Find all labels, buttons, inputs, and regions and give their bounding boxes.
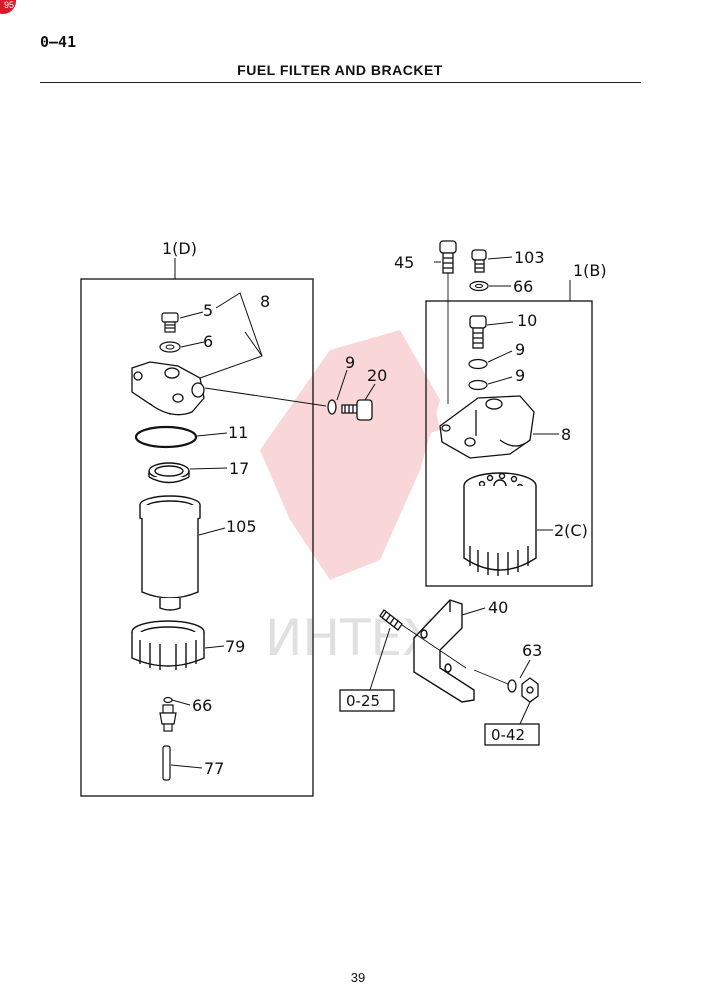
callout-10: 10 xyxy=(517,311,537,330)
part-drain-plug xyxy=(159,704,177,732)
part-o-ring-66-left xyxy=(163,696,173,704)
callout-20: 20 xyxy=(367,366,387,385)
part-gasket-17 xyxy=(148,462,190,484)
callout-2c: 2(C) xyxy=(554,521,588,540)
page-title: FUEL FILTER AND BRACKET xyxy=(237,62,443,78)
callout-6: 6 xyxy=(203,332,213,351)
callout-40: 40 xyxy=(488,598,508,617)
title-rule xyxy=(40,82,641,83)
page-number: 39 xyxy=(350,970,366,985)
left-assembly-box xyxy=(80,278,314,797)
part-bolt-103 xyxy=(471,249,487,273)
part-pin-77 xyxy=(162,745,171,781)
right-assembly-box xyxy=(425,300,593,587)
callout-9-mid: 9 xyxy=(345,353,355,372)
callout-11: 11 xyxy=(228,423,248,442)
watermark-text: ИНТЕХ xyxy=(265,609,436,667)
part-washer-9-right-2 xyxy=(468,379,488,391)
part-stud-bolt xyxy=(379,609,403,631)
callout-77: 77 xyxy=(204,759,224,778)
left-leaders xyxy=(170,292,263,769)
part-washer-9-mid xyxy=(327,399,337,415)
part-washer-63 xyxy=(507,679,517,693)
section-code: 0—41 xyxy=(40,33,77,51)
part-bolt-45 xyxy=(439,240,457,274)
part-bolt-20 xyxy=(341,399,373,421)
callout-17: 17 xyxy=(229,459,249,478)
callout-9-right-2: 9 xyxy=(515,366,525,385)
leader-9-mid xyxy=(336,369,348,401)
part-bolt-5 xyxy=(161,312,179,333)
part-filter-element-105 xyxy=(139,495,201,611)
part-washer-6 xyxy=(159,341,181,353)
ref-box-a-label: 0-25 xyxy=(346,692,380,710)
callout-9-right-1: 9 xyxy=(515,340,525,359)
part-bolt-10 xyxy=(469,315,487,349)
part-filter-head-left xyxy=(131,361,205,416)
corner-mark-text: 95 xyxy=(3,0,14,10)
callout-66-left: 66 xyxy=(192,696,212,715)
part-o-ring-11 xyxy=(134,425,198,449)
part-nut xyxy=(521,677,539,703)
part-washer-9-right-1 xyxy=(468,358,488,370)
part-washer-66-right xyxy=(469,280,489,292)
callout-45: 45 xyxy=(394,253,414,272)
part-filter-head-right xyxy=(439,395,535,459)
part-bracket-40 xyxy=(413,599,475,703)
ref-box-b xyxy=(484,723,540,746)
callout-63: 63 xyxy=(522,641,542,660)
callout-66-right: 66 xyxy=(513,277,533,296)
callout-5: 5 xyxy=(203,301,213,320)
ref-box-a xyxy=(339,689,395,712)
right-assembly-label: 1(B) xyxy=(573,261,607,280)
callout-105: 105 xyxy=(226,517,257,536)
part-ring-nut-79 xyxy=(131,620,205,670)
callout-8-left: 8 xyxy=(260,292,270,311)
callout-79: 79 xyxy=(225,637,245,656)
leader-20 xyxy=(364,383,376,401)
left-assembly-label: 1(D) xyxy=(162,239,197,258)
assembly-line-head-to-bolt xyxy=(204,387,327,407)
part-filter-cartridge-2c xyxy=(463,472,537,576)
callout-8-right: 8 xyxy=(561,425,571,444)
watermark-logo xyxy=(260,330,440,580)
callout-103: 103 xyxy=(514,248,545,267)
ref-box-b-label: 0-42 xyxy=(491,726,525,744)
